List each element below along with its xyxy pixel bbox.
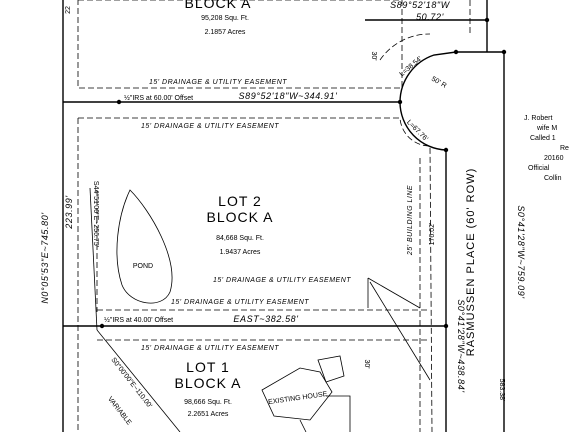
lot2-sqft: 84,668 Squ. Ft. bbox=[216, 235, 264, 242]
lot2-easement bbox=[78, 117, 433, 432]
irs-label-top: ½"IRS at 60.00' Offset bbox=[124, 94, 193, 102]
owner-note-line-2: wife M bbox=[536, 125, 557, 132]
radius-label: 50' R bbox=[430, 76, 447, 90]
east-bearing: EAST~382.58' bbox=[233, 314, 298, 324]
mid-bearing: S89°52'18"W~344.91' bbox=[239, 91, 338, 101]
cul-de-sac-curve bbox=[399, 51, 504, 103]
setback-label-bottom: 30' bbox=[363, 359, 370, 368]
road-bearing-2: S0°41'28"W~759.09' bbox=[516, 205, 526, 298]
owner-note: J. Robert wife M Called 1 Re 20160 Offic… bbox=[524, 115, 569, 182]
lot1-title: LOT 1 bbox=[186, 359, 230, 375]
lot-top-block: BLOCK A bbox=[185, 0, 252, 11]
road-dimension: 583.38' bbox=[498, 379, 505, 402]
owner-note-line-6: Official bbox=[528, 165, 550, 172]
building-line-label: 25' BUILDING LINE bbox=[407, 185, 414, 256]
easement-leader-1 bbox=[367, 277, 421, 309]
existing-house-label: EXISTING HOUSE bbox=[268, 391, 328, 406]
easement-label-2: 15' DRAINAGE & UTILITY EASEMENT bbox=[141, 123, 279, 130]
lot1-sqft: 98,666 Squ. Ft. bbox=[184, 399, 232, 406]
road-bearing: S0°41'28"W~438.84' bbox=[456, 299, 466, 392]
south-diagonal bbox=[96, 329, 181, 432]
irs-marker-top bbox=[116, 99, 122, 105]
street-name: RASMUSSEN PLACE (60' ROW) bbox=[465, 168, 477, 356]
corner-marker-5 bbox=[443, 323, 449, 329]
owner-note-line-5: 20160 bbox=[544, 155, 564, 162]
lot1-block: BLOCK A bbox=[175, 375, 242, 391]
lot2-block: BLOCK A bbox=[207, 209, 274, 225]
corner-marker-2 bbox=[443, 147, 449, 153]
lot2-acres: 1.9437 Acres bbox=[220, 249, 261, 256]
setback-label-top: 30' bbox=[370, 51, 377, 60]
owner-note-line-3: Called 1 bbox=[530, 135, 556, 142]
top-bearing: S89°52'18"W bbox=[390, 0, 451, 10]
west-bearing: N0°05'53"E~745.80' bbox=[40, 212, 50, 303]
corner-marker-1 bbox=[397, 99, 403, 105]
easement-label-3: 15' DRAINAGE & UTILITY EASEMENT bbox=[213, 277, 351, 284]
lot-top-acres: 2.1857 Acres bbox=[205, 29, 246, 36]
irs-label-mid: ½"IRS at 40.00' Offset bbox=[104, 316, 173, 324]
irs-marker-mid bbox=[99, 323, 105, 329]
owner-note-line-7: Collin bbox=[544, 175, 562, 182]
easement-label-5: 15' DRAINAGE & UTILITY EASEMENT bbox=[141, 345, 279, 352]
top-distance: 50.72' bbox=[416, 12, 444, 22]
variable-label: VARIABLE bbox=[106, 396, 132, 427]
pond-outline bbox=[116, 189, 173, 304]
corner-marker-6 bbox=[484, 17, 490, 23]
owner-note-line-1: J. Robert bbox=[524, 115, 552, 122]
easement-leader-3 bbox=[369, 281, 431, 381]
lot-top-sqft: 95,208 Squ. Ft. bbox=[201, 15, 249, 22]
pond-label: POND bbox=[133, 263, 153, 270]
lot1-acres: 2.2651 Acres bbox=[188, 411, 229, 418]
building-dimension: 176.02' bbox=[429, 223, 436, 246]
west-dimension: 223.99' bbox=[64, 195, 74, 229]
owner-note-line-4: Re bbox=[560, 145, 569, 152]
easement-label-1: 15' DRAINAGE & UTILITY EASEMENT bbox=[149, 79, 287, 86]
top-partial-dim: 22 bbox=[65, 6, 72, 14]
building-line bbox=[379, 33, 431, 61]
lot2-title: LOT 2 bbox=[218, 193, 262, 209]
corner-marker-4 bbox=[501, 49, 507, 55]
existing-house bbox=[261, 355, 351, 432]
pond-line bbox=[89, 187, 98, 331]
curve-south bbox=[399, 101, 447, 151]
lot-top-easement bbox=[77, 0, 403, 89]
corner-marker-3 bbox=[453, 49, 459, 55]
pond-bearing: S44°51'00"E~256.75' bbox=[92, 181, 100, 247]
easement-label-4: 15' DRAINAGE & UTILITY EASEMENT bbox=[171, 299, 309, 306]
